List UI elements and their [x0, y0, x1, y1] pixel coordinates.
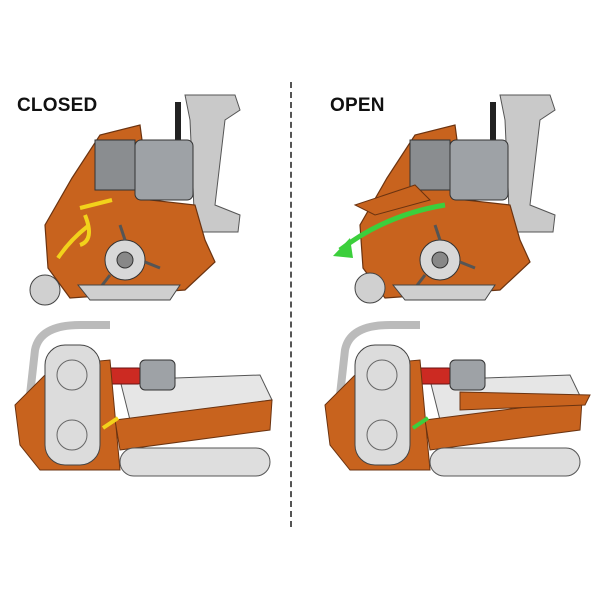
open-machine-view	[325, 325, 591, 476]
panel-divider	[290, 82, 292, 527]
support-wheel	[29, 274, 61, 306]
closed-side-view	[29, 95, 240, 306]
open-side-view	[333, 95, 555, 304]
closed-indicator-arrow-icon	[101, 416, 120, 430]
closed-label: CLOSED	[17, 95, 98, 116]
open-label: OPEN	[330, 95, 385, 116]
closed-arrows-icon	[56, 198, 113, 260]
closed-machine-view	[15, 325, 272, 476]
open-hood	[353, 184, 431, 216]
open-indicator-arrow-icon	[411, 416, 430, 430]
